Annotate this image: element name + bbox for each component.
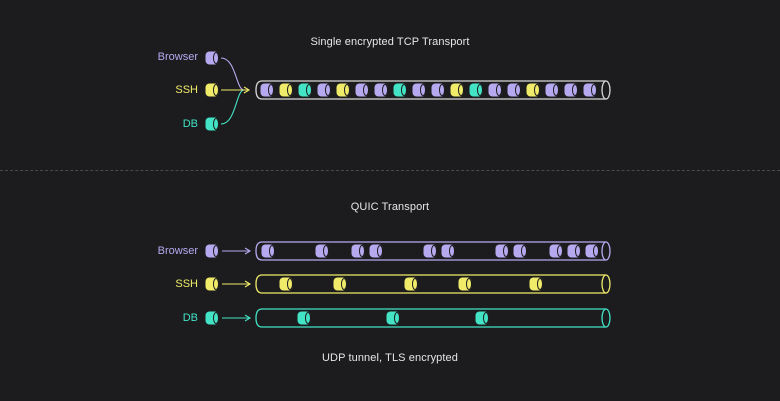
merge-arrow-db (220, 89, 245, 125)
tcp-packet-ssh (450, 83, 464, 97)
quic-packet-browser (585, 244, 599, 258)
quic-tube-db (255, 308, 606, 328)
quic-tube-browser (255, 241, 606, 261)
merge-arrow-ssh-head (243, 86, 251, 94)
quic-caption: UDP tunnel, TLS encrypted (321, 352, 458, 364)
quic-packet-browser (513, 244, 527, 258)
quic-tube-browser-end-cap (601, 241, 611, 261)
tcp-packet-browser (564, 83, 578, 97)
tcp-packet-browser (507, 83, 521, 97)
quic-packet-db (386, 311, 400, 325)
quic-packet-db (475, 311, 489, 325)
tcp-packet-browser (355, 83, 369, 97)
tcp-packet-browser (374, 83, 388, 97)
quic-arrow-browser-head (244, 247, 252, 255)
tcp-packet-browser (317, 83, 331, 97)
tcp-packet-ssh (279, 83, 293, 97)
quic-source-label-browser: Browser (157, 245, 198, 257)
tcp-source-label-ssh: SSH (175, 84, 198, 96)
tcp-packet-db (469, 83, 483, 97)
tcp-source-icon-db (205, 117, 219, 131)
tcp-packet-browser (583, 83, 597, 97)
tcp-packet-ssh (336, 83, 350, 97)
tcp-tube (255, 80, 606, 100)
tcp-title: Single encrypted TCP Transport (310, 36, 470, 48)
tcp-source-icon-ssh (205, 83, 219, 97)
quic-tube-db-end-cap (601, 308, 611, 328)
quic-source-icon-ssh (205, 277, 219, 291)
quic-source-label-db: DB (182, 312, 198, 324)
tcp-tube-end-cap (601, 80, 611, 100)
quic-arrow-db-head (244, 314, 252, 322)
quic-source-icon-browser (205, 244, 219, 258)
quic-packet-ssh (529, 277, 543, 291)
quic-packet-ssh (279, 277, 293, 291)
section-divider (0, 170, 780, 171)
quic-packet-ssh (404, 277, 418, 291)
tcp-packet-browser (488, 83, 502, 97)
tcp-packet-browser (545, 83, 559, 97)
tcp-packet-browser (412, 83, 426, 97)
quic-packet-browser (495, 244, 509, 258)
quic-packet-browser (315, 244, 329, 258)
tcp-packet-browser (260, 83, 274, 97)
quic-packet-ssh (458, 277, 472, 291)
tcp-source-label-browser: Browser (157, 51, 198, 63)
tcp-packet-ssh (526, 83, 540, 97)
merge-arrow-browser (220, 57, 245, 91)
tcp-packet-browser (431, 83, 445, 97)
quic-tube-ssh (255, 274, 606, 294)
quic-title: QUIC Transport (350, 201, 430, 213)
quic-packet-db (297, 311, 311, 325)
quic-packet-browser (567, 244, 581, 258)
quic-arrow-ssh-head (244, 280, 252, 288)
quic-source-label-ssh: SSH (175, 278, 198, 290)
tcp-packet-db (393, 83, 407, 97)
quic-packet-browser (351, 244, 365, 258)
quic-packet-browser (261, 244, 275, 258)
tcp-source-label-db: DB (182, 118, 198, 130)
tcp-source-icon-browser (205, 51, 219, 65)
quic-packet-browser (423, 244, 437, 258)
quic-tube-ssh-end-cap (601, 274, 611, 294)
quic-packet-ssh (333, 277, 347, 291)
tcp-packet-db (298, 83, 312, 97)
quic-source-icon-db (205, 311, 219, 325)
quic-packet-browser (369, 244, 383, 258)
quic-packet-browser (441, 244, 455, 258)
quic-packet-browser (549, 244, 563, 258)
